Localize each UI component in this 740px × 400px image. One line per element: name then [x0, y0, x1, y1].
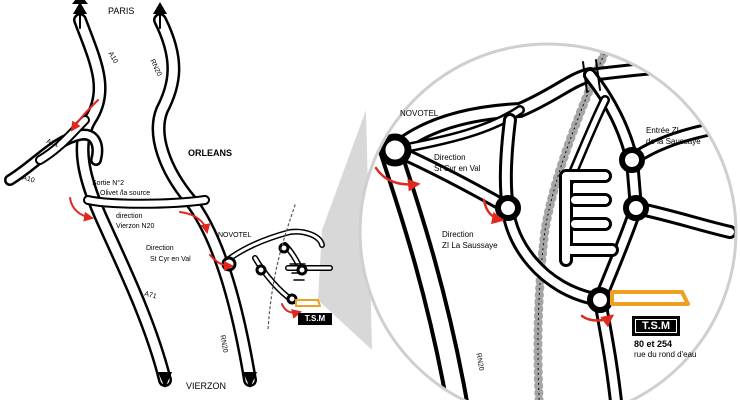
detail-address-street: rue du rond d'eau: [634, 350, 697, 359]
detail-entree-zi-label: Entrée ZI: [646, 126, 679, 135]
company-site: [610, 290, 690, 306]
roundabout-novotel: [378, 133, 412, 167]
roundabout-entree-zi: [619, 147, 645, 173]
railway-line: [537, 44, 611, 400]
roundabout-site: [587, 287, 613, 313]
detail-entree-zi-sub-label: de la Saussaye: [646, 137, 701, 146]
detail-comb-streets: [559, 169, 619, 267]
detail-red-arrow-site: [580, 314, 615, 327]
direction-vierzon-label: direction: [116, 213, 143, 220]
detail-red-arrow-stcyr: [374, 166, 421, 192]
detail-direction-zi-sub-label: ZI La Saussaye: [442, 241, 498, 250]
sortie-label: Sortie N°2: [92, 180, 124, 187]
roundabout-zi: [495, 195, 521, 221]
red-arrow-vierzon: [179, 211, 211, 234]
south-arrow-rn20: [243, 372, 257, 388]
direction-vierzon-sub-label: Vierzon N20: [116, 223, 155, 230]
detail-novotel-road: [387, 67, 598, 158]
roundabout-east: [623, 195, 649, 221]
detail-novotel-label: NOVOTEL: [400, 109, 439, 118]
sortie-sub-label: Olivet /la source: [100, 190, 151, 197]
red-arrow-sortie: [69, 197, 94, 222]
red-arrow-stcyr: [209, 254, 234, 271]
detail-rn20: [378, 138, 472, 400]
detail-red-arrow-zi: [482, 198, 505, 225]
detail-direction-zi-label: Direction: [442, 230, 474, 239]
south-arrow-a71: [158, 372, 172, 388]
direction-stcyr-label: Direction: [146, 245, 174, 252]
city-paris: PARIS: [108, 6, 135, 16]
detail-address-numbers: 80 et 254: [634, 339, 673, 349]
detail-direction-stcyr-label: Direction: [434, 153, 466, 162]
direction-stcyr-sub-label: St Cyr en Val: [150, 256, 191, 263]
sortie-connector: [83, 195, 210, 209]
novotel-label: NOVOTEL: [218, 232, 252, 239]
detail-circle-border: [358, 42, 738, 400]
rn20-road: [151, 13, 257, 387]
detail-company-badge: T.S.M: [632, 316, 680, 336]
red-arrow-site: [281, 303, 302, 319]
red-arrow-a10: [70, 99, 99, 132]
detail-direction-stcyr-sub-label: St Cyr en Val: [434, 164, 481, 173]
a10-a71-motorway: [73, 13, 172, 387]
city-vierzon: VIERZON: [186, 381, 227, 391]
a10-west-branch: [4, 115, 104, 186]
magnifier-cone-inner: [318, 110, 372, 350]
overview-company-badge: T.S.M: [298, 313, 332, 325]
city-orleans: ORLEANS: [188, 148, 233, 158]
overview-map: [4, 0, 333, 388]
